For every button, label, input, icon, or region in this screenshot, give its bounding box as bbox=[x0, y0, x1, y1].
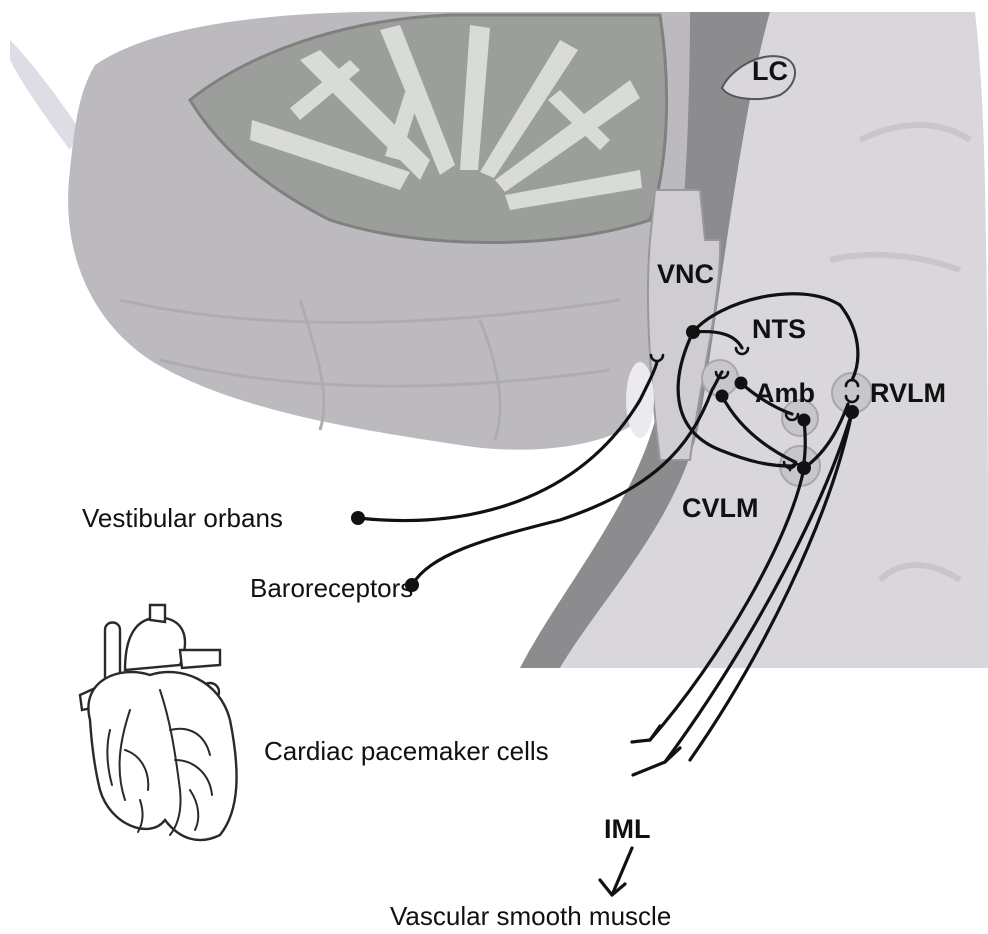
vestibular-soma bbox=[351, 511, 365, 525]
label-vascular: Vascular smooth muscle bbox=[390, 901, 671, 931]
label-baroreceptors: Baroreceptors bbox=[250, 573, 413, 603]
label-cardiac: Cardiac pacemaker cells bbox=[264, 736, 549, 766]
nts-soma-2 bbox=[716, 390, 729, 403]
label-lc: LC bbox=[752, 56, 788, 86]
label-cvlm: CVLM bbox=[682, 493, 759, 523]
vnc-soma bbox=[686, 325, 700, 339]
cerebellum bbox=[10, 12, 709, 450]
label-nts: NTS bbox=[752, 314, 806, 344]
label-iml: IML bbox=[604, 814, 651, 844]
label-vestibular: Vestibular orbans bbox=[82, 503, 283, 533]
cvlm-soma bbox=[797, 461, 811, 475]
label-rvlm: RVLM bbox=[870, 378, 946, 408]
nts-soma-1 bbox=[735, 377, 748, 390]
amb-soma bbox=[798, 414, 811, 427]
label-amb: Amb bbox=[755, 378, 815, 408]
heart-icon bbox=[80, 605, 237, 840]
rvlm-soma bbox=[845, 405, 859, 419]
label-vnc: VNC bbox=[657, 259, 714, 289]
